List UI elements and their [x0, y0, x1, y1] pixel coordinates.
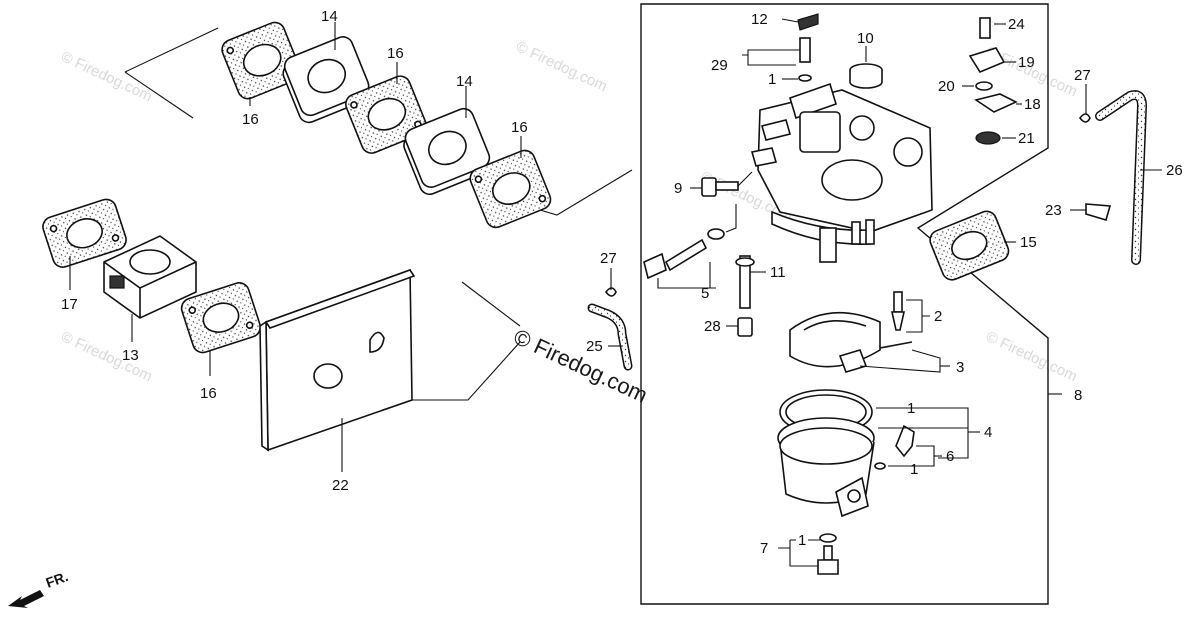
- washer-1: [798, 74, 812, 82]
- callout-23: 23: [1045, 202, 1062, 219]
- leader-line: [737, 171, 753, 187]
- front-label: FR.: [44, 568, 71, 591]
- carburetor-body: [750, 82, 933, 263]
- gasket-15: [929, 210, 1010, 281]
- gasket-16-c: [469, 149, 552, 229]
- callout-14: 14: [321, 8, 338, 25]
- callout-7: 7: [760, 540, 768, 557]
- leader-line: [859, 349, 941, 373]
- callout-1: 1: [798, 532, 806, 549]
- callout-8: 8: [1074, 387, 1082, 404]
- callout-1: 1: [910, 461, 918, 478]
- callout-16: 16: [511, 119, 528, 136]
- watermark: © Firedog.com: [513, 38, 610, 95]
- callout-19: 19: [1018, 54, 1035, 71]
- callout-1: 1: [907, 400, 915, 417]
- gasket-stack-lower: 17 13 16: [42, 198, 262, 402]
- gasket-stack-upper: 14 16 16 14 16: [124, 8, 633, 229]
- choke-lever-12: [797, 13, 819, 31]
- callout-18: 18: [1024, 96, 1041, 113]
- screw-24: [979, 17, 991, 39]
- drain-bolt-7: 7 1: [760, 532, 839, 575]
- callout-4: 4: [984, 424, 992, 441]
- washer-20: [975, 81, 993, 91]
- callout-17: 17: [61, 296, 78, 313]
- callout-22: 22: [332, 477, 349, 494]
- heat-shield-22: 22: [259, 268, 521, 494]
- callout-9: 9: [674, 180, 682, 197]
- drain-tube-25: 25: [586, 303, 633, 371]
- callout-13: 13: [122, 347, 139, 364]
- gasket-16-a: [221, 21, 302, 100]
- callout-16: 16: [200, 385, 217, 402]
- insulator-13: [103, 235, 197, 319]
- leader-line: [412, 341, 521, 401]
- leader-line: [906, 299, 930, 333]
- callout-11: 11: [770, 264, 786, 281]
- callout-14: 14: [456, 73, 473, 90]
- clip-23: 23: [1045, 202, 1112, 221]
- float-bowl-assembly: 1 4 6 1: [777, 389, 992, 518]
- carburetor-assembly-frame: [640, 3, 1049, 605]
- callout-21: 21: [1018, 130, 1035, 147]
- callout-28: 28: [704, 318, 721, 335]
- front-arrow-icon: [8, 590, 44, 608]
- callout-20: 20: [938, 78, 955, 95]
- float-valve-2: 2: [891, 291, 942, 333]
- callout-10: 10: [857, 30, 874, 47]
- spacer-14-b: [403, 107, 491, 196]
- clip-27-a: 27: [1074, 67, 1091, 123]
- callout-27: 27: [1074, 67, 1091, 84]
- watermark: © Firedog.com: [58, 48, 155, 105]
- seal-21: [975, 131, 1001, 145]
- callout-29: 29: [711, 57, 728, 74]
- leader-line: [876, 407, 969, 459]
- gasket-17: [42, 198, 127, 268]
- callout-24: 24: [1008, 16, 1025, 33]
- float-3: 3: [789, 311, 964, 376]
- callout-6: 6: [946, 448, 954, 465]
- lever-19: [968, 47, 1006, 73]
- watermark: © Firedog.com: [58, 328, 155, 385]
- watermark: © Firedog.com: [983, 328, 1080, 385]
- callout-27: 27: [600, 250, 617, 267]
- leader-line: [781, 18, 799, 23]
- callout-5: 5: [701, 285, 709, 302]
- callout-15: 15: [1020, 234, 1037, 251]
- leader-line: [657, 262, 716, 289]
- fuel-valve-parts: 24 19 20 18 21: [938, 16, 1041, 147]
- leader-line: [725, 204, 737, 233]
- spring-18: [974, 93, 1018, 113]
- leader-line: [778, 539, 820, 567]
- gasket-16-d: [180, 282, 262, 354]
- callout-1: 1: [768, 71, 776, 88]
- leader-line: [461, 281, 521, 327]
- main-jet-28: 28: [704, 317, 753, 337]
- callout-26: 26: [1166, 162, 1183, 179]
- screw-9: 9: [674, 171, 753, 197]
- screw-29: [799, 37, 811, 63]
- callout-2: 2: [934, 308, 942, 325]
- callout-25: 25: [586, 338, 603, 355]
- choke-parts: 12 29 1: [711, 11, 819, 88]
- callout-16: 16: [387, 45, 404, 62]
- front-indicator: FR.: [8, 568, 70, 608]
- cap-10: 10: [849, 30, 883, 89]
- callout-16: 16: [242, 111, 259, 128]
- main-nozzle-11: 11: [735, 255, 786, 309]
- needle-set-5: 5: [643, 204, 737, 302]
- callout-3: 3: [956, 359, 964, 376]
- leader-line: [742, 49, 800, 66]
- leader-line: [124, 27, 219, 119]
- clip-27-b: 27: [600, 250, 617, 297]
- leader-line: [539, 169, 633, 216]
- callout-12: 12: [751, 11, 768, 28]
- fuel-tube-26: 26: [1095, 90, 1183, 265]
